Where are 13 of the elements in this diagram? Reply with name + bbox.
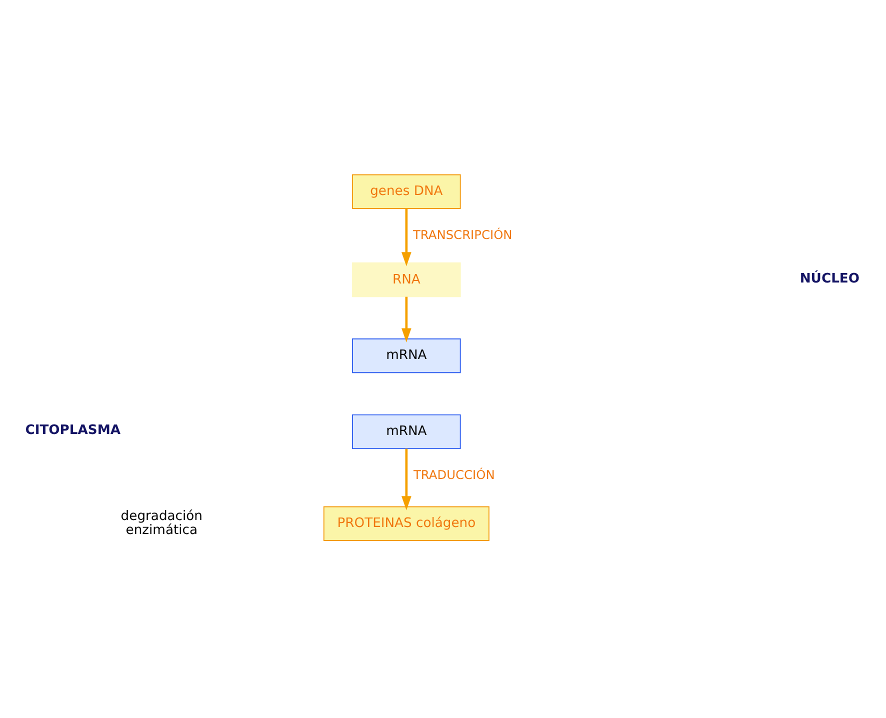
label: CITOPLASMA <box>25 422 121 438</box>
label: degradación enzimática <box>120 508 202 538</box>
edge-label: TRANSCRIPCIÓN <box>412 227 512 242</box>
label: NÚCLEO <box>800 270 860 286</box>
node-box: PROTEINAS colágeno <box>323 506 490 540</box>
node-box: mRNA <box>352 338 461 373</box>
arrow <box>402 296 412 342</box>
node-box: mRNA <box>352 414 461 449</box>
arrow <box>402 448 412 510</box>
arrow <box>402 208 412 266</box>
node-box: genes DNA <box>352 174 461 208</box>
edge-label: TRADUCCIÓN <box>413 467 495 482</box>
node-box: RNA <box>352 262 461 297</box>
